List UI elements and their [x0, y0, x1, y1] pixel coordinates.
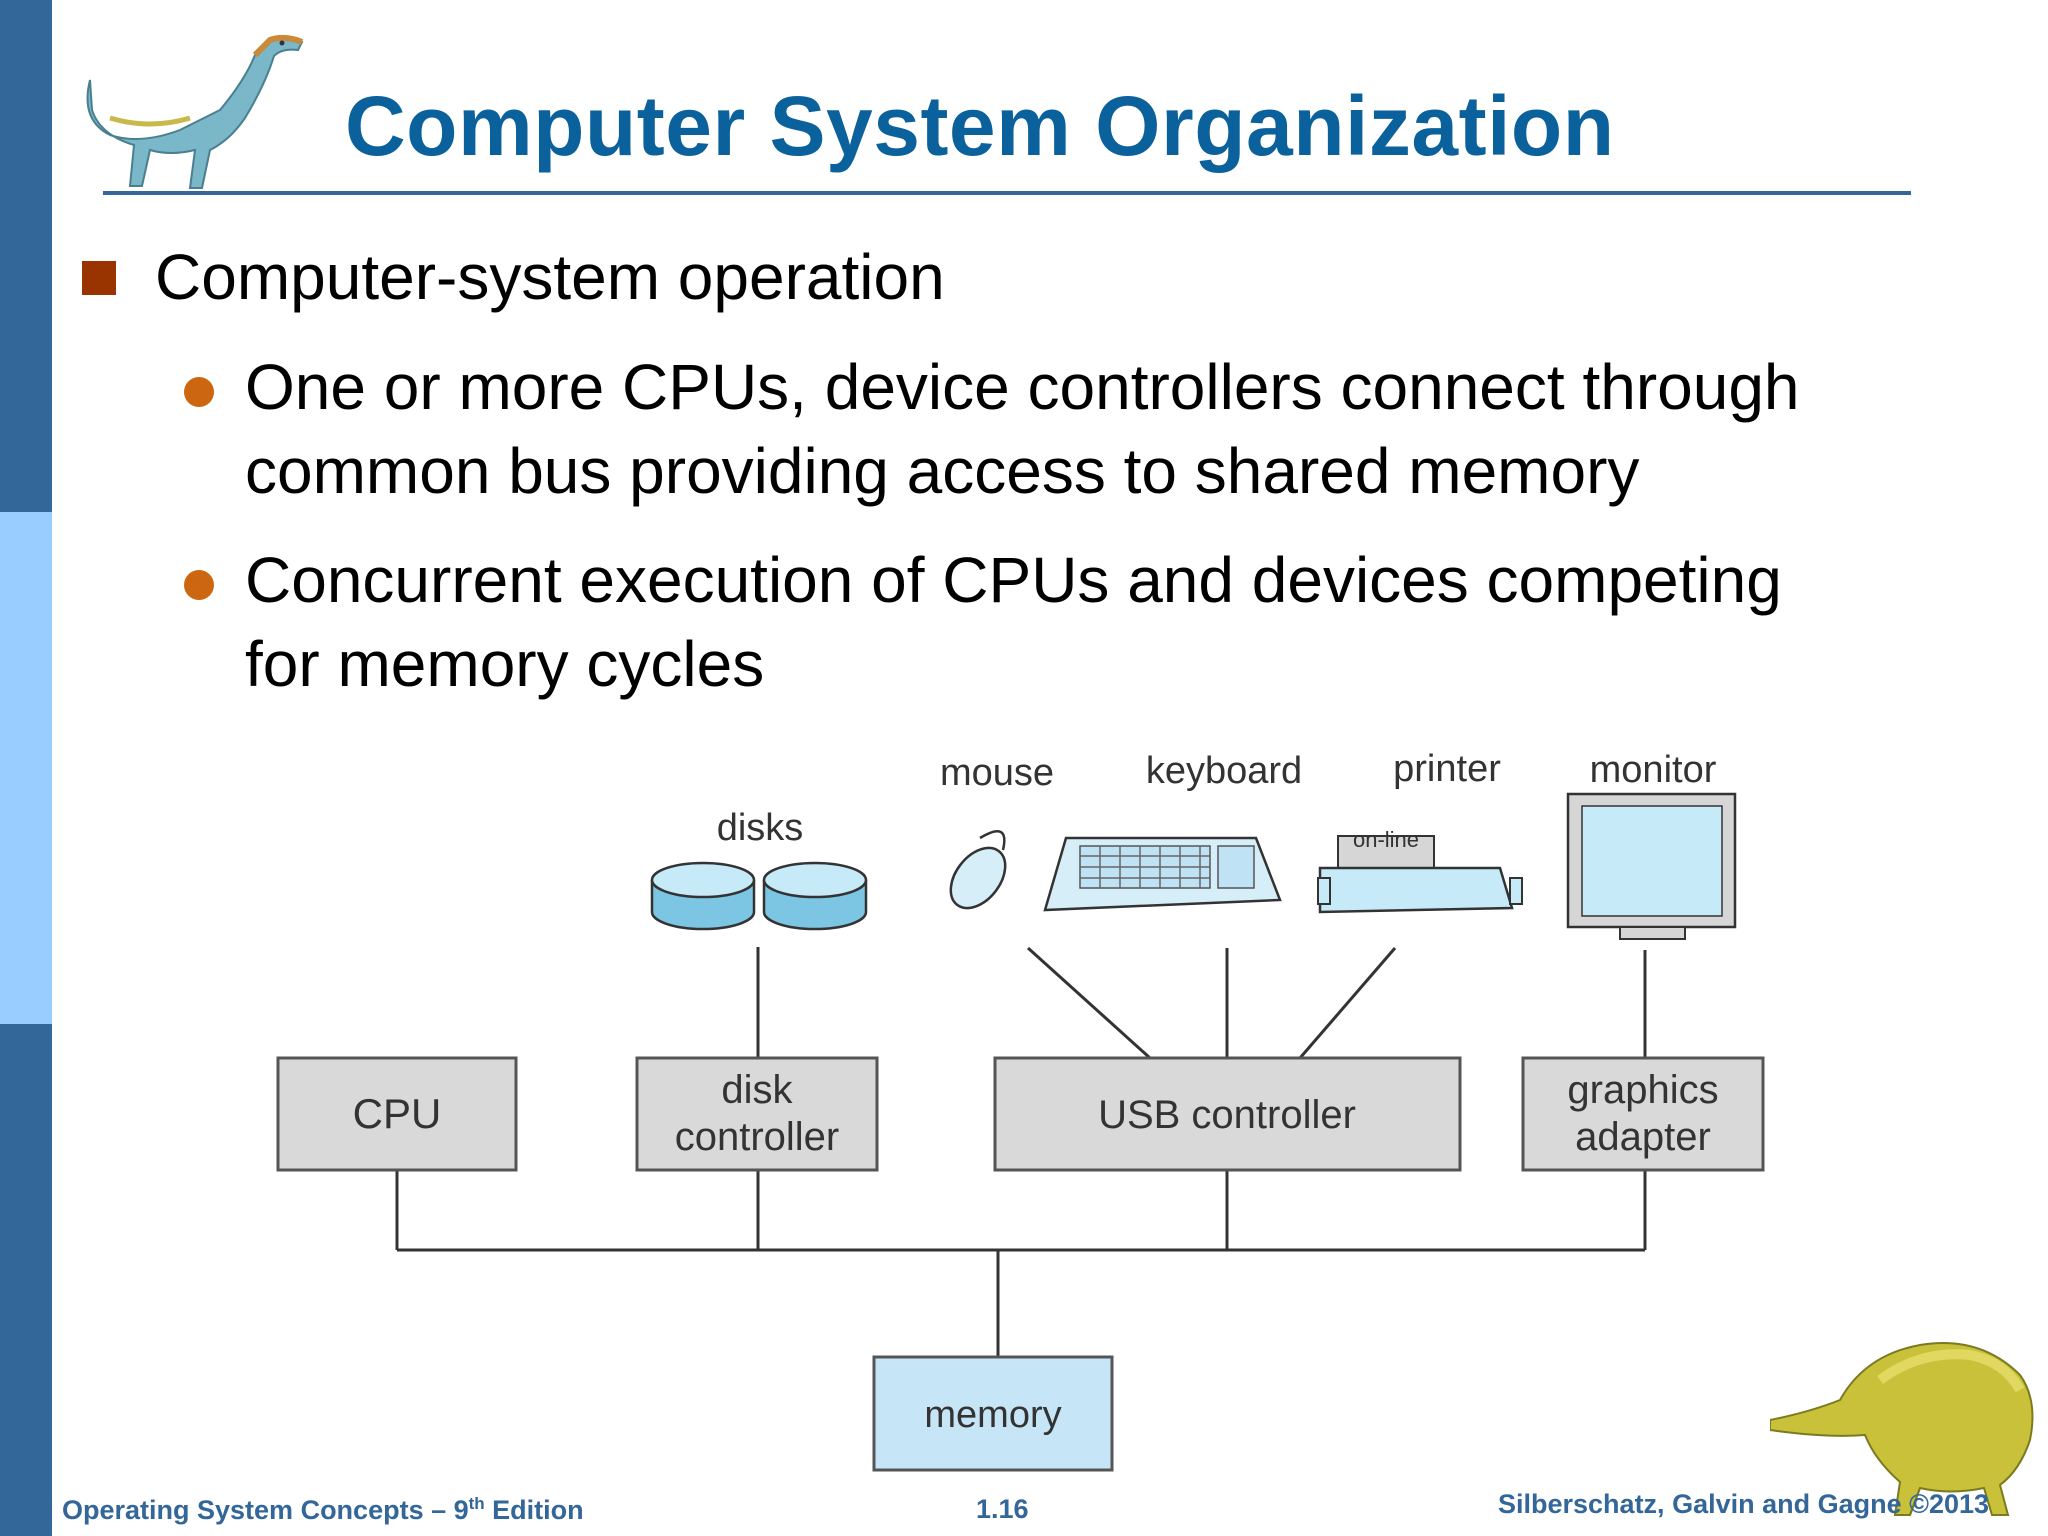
mouse-icon [949, 830, 1007, 910]
mouse-label: mouse [940, 752, 1054, 794]
monitor-icon [1566, 792, 1737, 940]
usb-controller-label: USB controller [1098, 1093, 1356, 1137]
sidebar-segment-top [0, 0, 52, 512]
dinosaur-top-icon [86, 34, 304, 189]
footer-edition-suffix: Edition [484, 1495, 584, 1525]
memory-box: memory [872, 1355, 1114, 1472]
bus-lines [395, 946, 1647, 1357]
cpu-label: CPU [353, 1090, 442, 1137]
title-divider [103, 191, 1911, 195]
sub-bullet-2-line-2: for memory cycles [245, 628, 765, 700]
disk-controller-box: disk controller [635, 1056, 879, 1172]
memory-label: memory [924, 1394, 1061, 1436]
round-bullet-icon [184, 570, 214, 600]
sidebar-segment-middle [0, 512, 52, 1024]
disks-icon [650, 861, 868, 931]
page-number: 1.16 [976, 1494, 1029, 1524]
cpu-box: CPU [276, 1056, 518, 1172]
disks-label: disks [717, 807, 804, 849]
footer-book-main: Operating System Concepts – 9 [62, 1495, 469, 1525]
sub-bullet-1-line-1: One or more CPUs, device controllers con… [245, 351, 1800, 423]
graphics-adapter-label-1: graphics [1567, 1068, 1718, 1112]
keyboard-icon [1043, 836, 1282, 912]
slide-title: Computer System Organization [345, 79, 1615, 173]
sidebar-stripe [0, 0, 52, 1536]
square-bullet-icon [82, 261, 116, 295]
printer-panel-label: on-line [1353, 827, 1419, 852]
sidebar-segment-bottom [0, 1024, 52, 1536]
graphics-adapter-box: graphics adapter [1521, 1056, 1765, 1172]
footer-authors: Silberschatz, Galvin and Gagne ©2013 [1498, 1489, 1990, 1519]
printer-label: printer [1393, 748, 1501, 790]
usb-controller-box: USB controller [993, 1056, 1462, 1172]
bullet-main: Computer-system operation [155, 241, 945, 313]
keyboard-label: keyboard [1146, 750, 1302, 792]
footer-edition-superscript: th [468, 1494, 485, 1513]
sub-bullet-1-line-2: common bus providing access to shared me… [245, 435, 1640, 507]
disk-controller-label-2: controller [675, 1115, 840, 1159]
sub-bullet-2: Concurrent execution of CPUs and devices… [245, 538, 1782, 706]
disk-controller-label-1: disk [721, 1068, 793, 1112]
graphics-adapter-label-2: adapter [1575, 1115, 1711, 1159]
round-bullet-icon [184, 377, 214, 407]
monitor-label: monitor [1590, 749, 1717, 791]
printer-icon: on-line [1317, 827, 1523, 914]
sub-bullet-2-line-1: Concurrent execution of CPUs and devices… [245, 544, 1782, 616]
footer-book-title: Operating System Concepts – 9th Edition [62, 1494, 584, 1526]
sub-bullet-1: One or more CPUs, device controllers con… [245, 345, 1800, 513]
dinosaur-bottom-icon [1770, 1342, 2034, 1516]
